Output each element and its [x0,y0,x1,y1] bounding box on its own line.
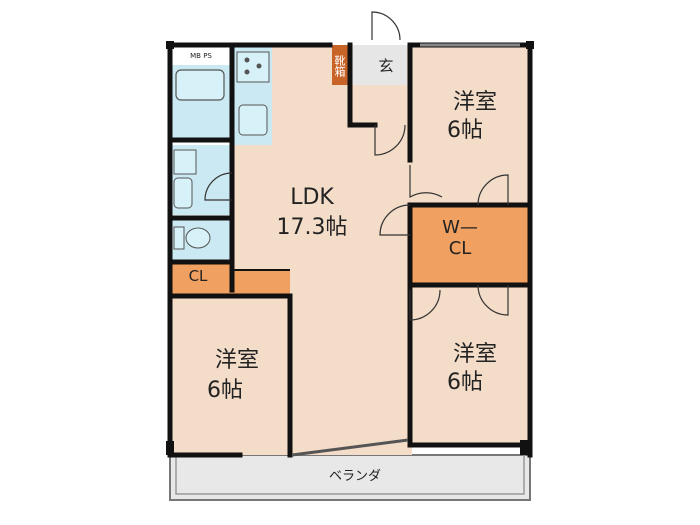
column-se [520,440,530,455]
cl-label: CL [188,267,208,285]
entrance-tile [350,45,407,85]
cl-area [170,262,232,296]
column-sw [166,441,174,455]
ldk-name: LDK [290,185,334,210]
wcl-label: W— CL [442,217,478,259]
shoe-box-label: 靴箱 [333,55,346,77]
room-ne-size: 6帖 [447,118,483,143]
room-ne-name: 洋室 [452,90,497,115]
burner-1 [244,57,250,63]
room-sw-size: 6帖 [207,378,243,403]
kitchen-sink [238,104,268,136]
washer-fixture [173,177,193,209]
veranda-label: ベランダ [328,469,381,484]
bathtub-fixture [175,69,225,101]
room-se-name: 洋室 [452,342,497,367]
ldk-size: 17.3帖 [276,215,348,240]
cl-extension [232,270,290,296]
mb-ps-label: MB PS [190,52,212,60]
veranda-rail [175,455,525,495]
wcl-area [412,205,528,283]
column-nw [166,41,174,49]
column-ne [526,41,534,49]
sink-fixture [173,149,197,175]
burner-3 [244,69,250,75]
room-se-size: 6帖 [447,370,483,395]
toilet-tank [173,226,185,250]
shoe-box-area [332,45,350,85]
toilet-fixture [185,227,211,249]
burner-2 [256,63,262,69]
room-sw-name: 洋室 [214,348,259,373]
window-veranda [291,438,409,457]
room-sw-floor [170,295,292,455]
ldk-floor-lower [290,290,410,455]
doors [204,11,509,321]
entrance-label: 玄 [378,57,394,75]
room-ne-floor [410,45,530,205]
stove-fixture [236,51,270,83]
